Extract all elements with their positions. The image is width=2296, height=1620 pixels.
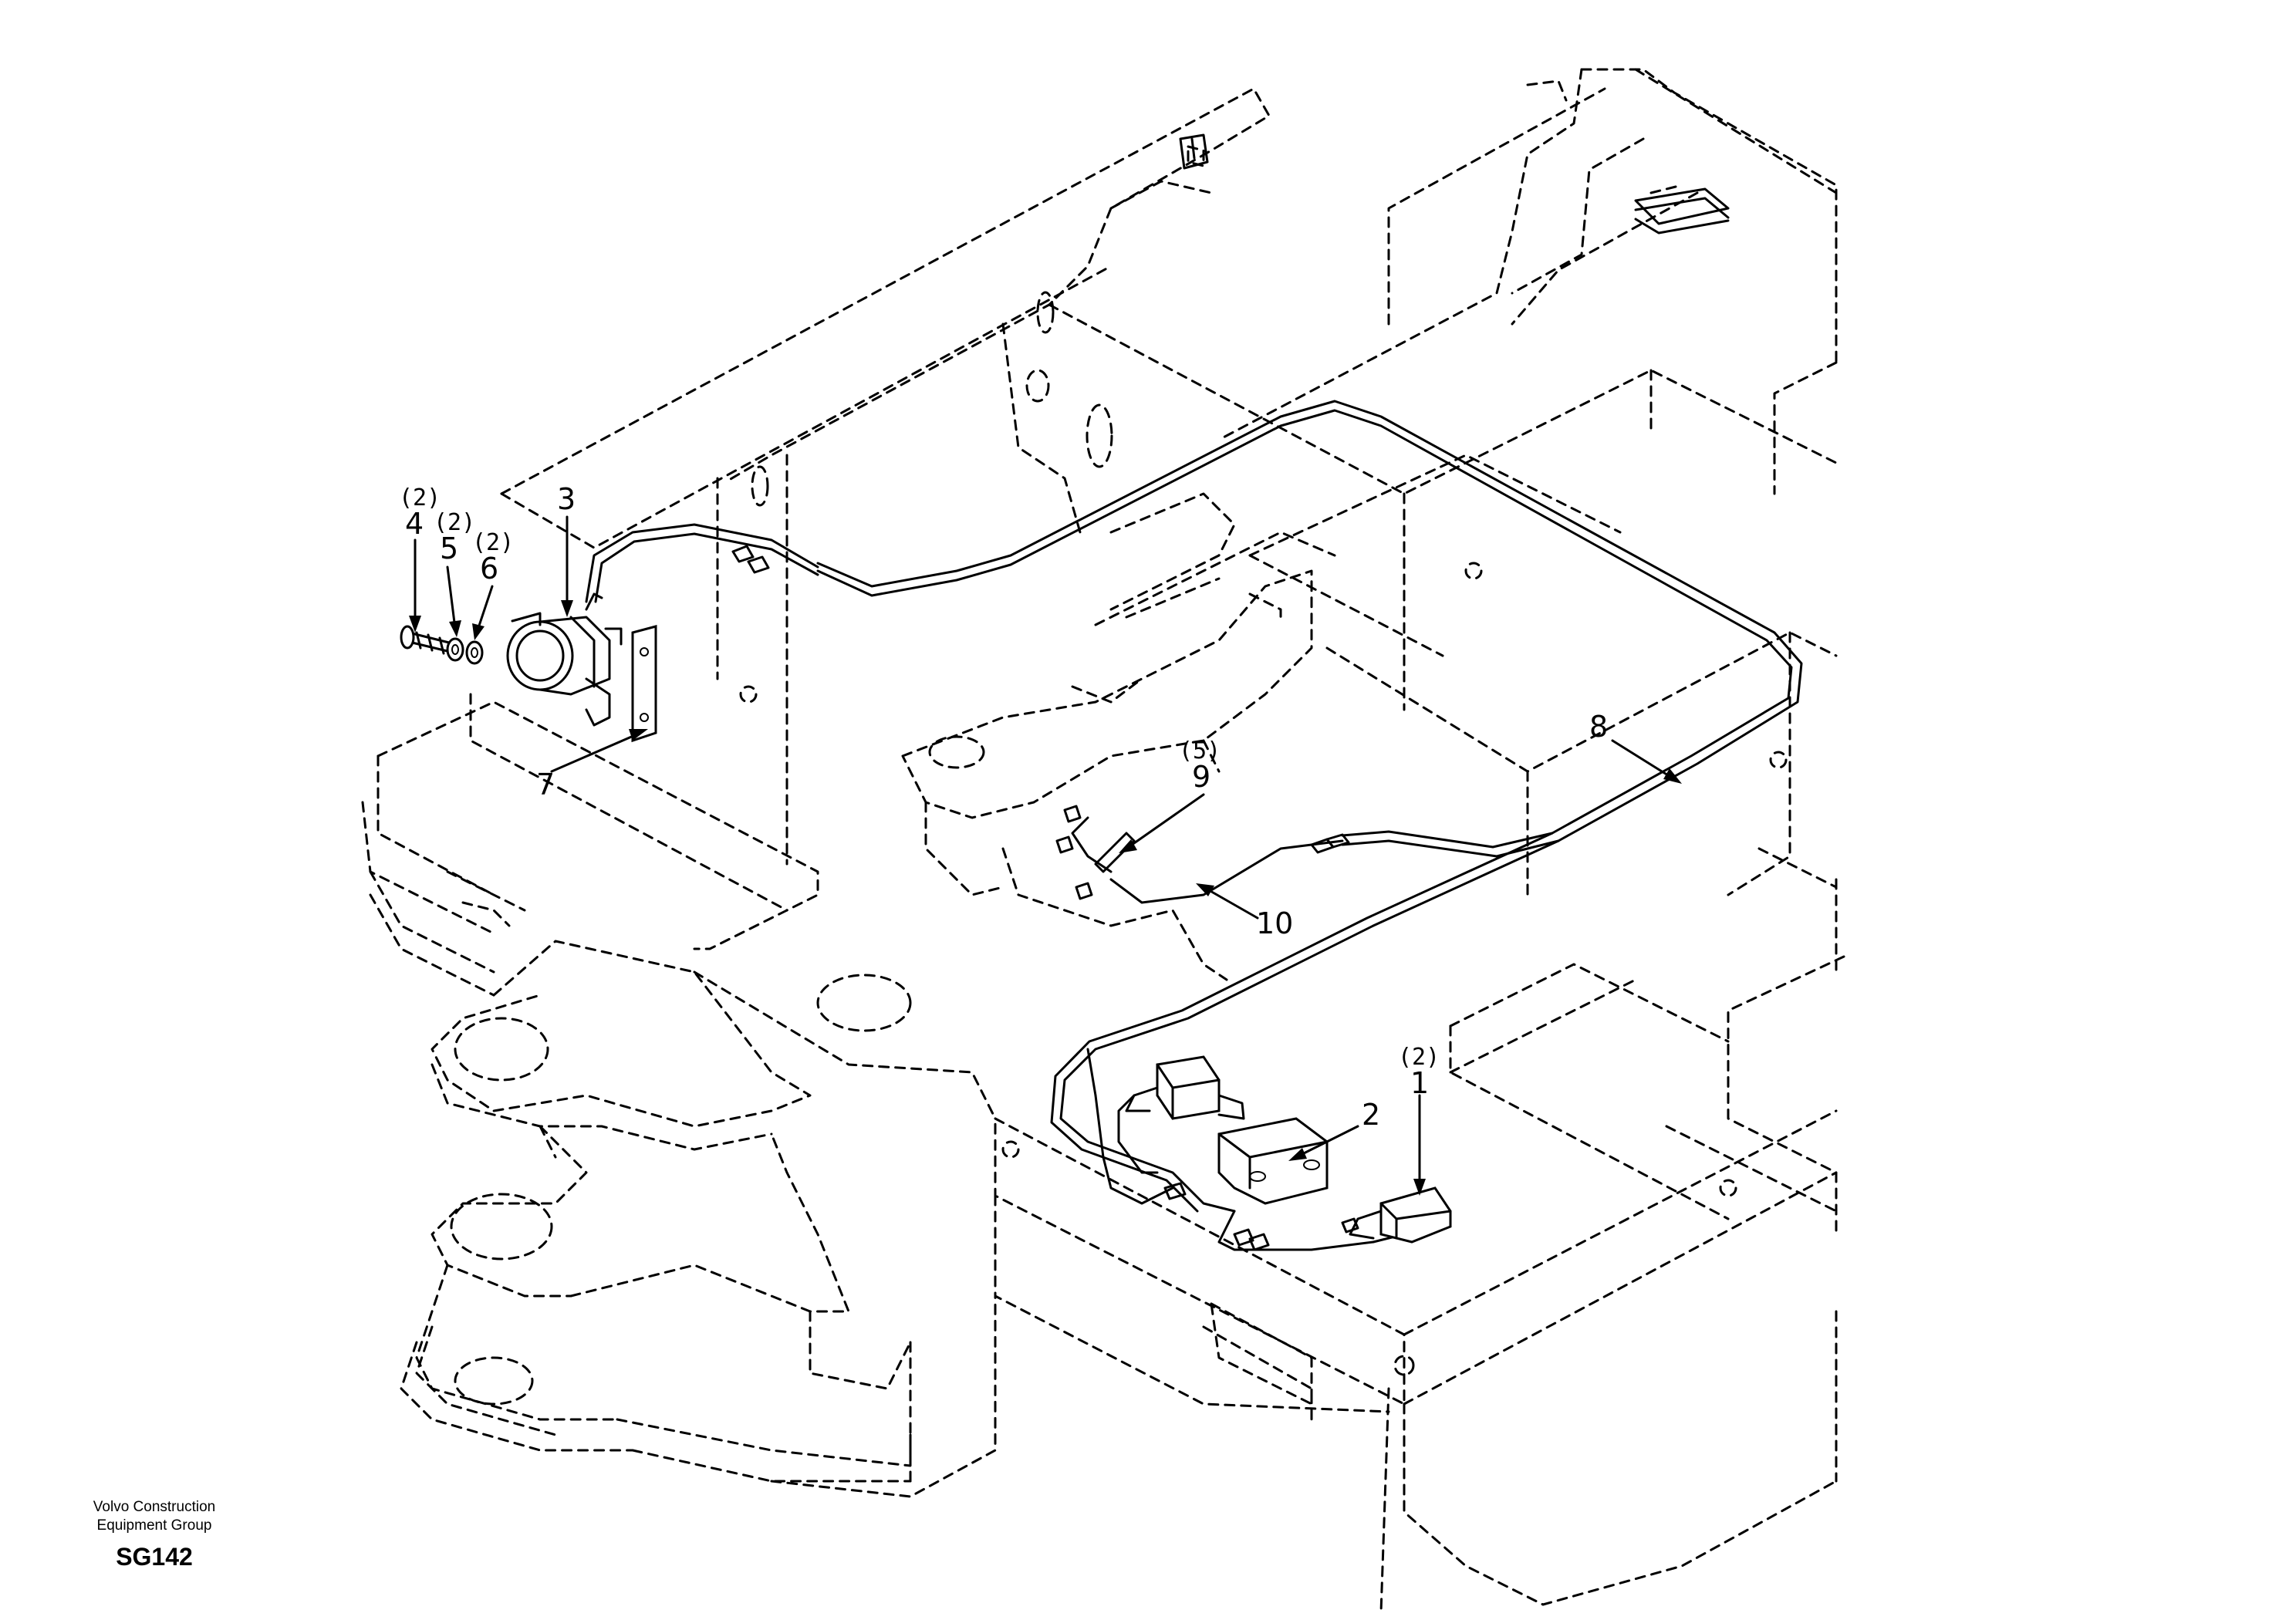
beam-clip — [1179, 133, 1209, 170]
callout-c8: 8 — [1589, 710, 1608, 744]
horn-bracket — [631, 625, 657, 743]
callout-c9: (5) 9 — [1179, 737, 1221, 794]
callout-qty: (2) — [399, 484, 441, 511]
callout-c3: 3 — [557, 482, 576, 516]
callout-qty: (5) — [1179, 737, 1221, 764]
wire-harness — [585, 400, 1803, 1251]
callout-number: 8 — [1589, 710, 1608, 744]
bolt-set — [400, 625, 484, 665]
callout-qty: (2) — [434, 509, 475, 536]
footer: Volvo Construction Equipment Group SG142 — [46, 1498, 262, 1571]
callout-number: 10 — [1256, 906, 1293, 940]
callout-c10: 10 — [1256, 906, 1293, 940]
switch-connectors — [1163, 1182, 1359, 1251]
callout-number: 5 — [440, 532, 458, 565]
callout-number: 6 — [480, 552, 498, 586]
leader-lines — [409, 515, 1682, 1196]
callout-c5: (2) 5 — [434, 509, 475, 565]
callout-c6: (2) 6 — [472, 529, 514, 586]
callout-number: 3 — [557, 482, 576, 516]
cable-clip — [1055, 805, 1136, 900]
company-line-2: Equipment Group — [96, 1517, 212, 1534]
company-line-1: Volvo Construction — [93, 1499, 216, 1515]
callout-number: 2 — [1362, 1098, 1380, 1132]
callout-c1: (2) 1 — [1398, 1044, 1440, 1100]
switch-bracket — [1217, 1117, 1329, 1205]
callout-qty: (2) — [1398, 1044, 1440, 1071]
drawing-code: SG142 — [116, 1543, 193, 1571]
frame-outline — [361, 68, 1845, 1614]
callout-qty: (2) — [472, 529, 514, 556]
callout-number: 4 — [405, 507, 424, 541]
callout-c4: (2) 4 — [399, 484, 441, 541]
switch-right — [1349, 1186, 1452, 1244]
callout-c7: 7 — [536, 768, 555, 802]
switch-left — [1117, 1055, 1245, 1174]
callout-c2: 2 — [1362, 1098, 1380, 1132]
stacked-shims — [1634, 187, 1730, 235]
callout-number: 1 — [1410, 1066, 1429, 1100]
callout-number: 7 — [536, 768, 555, 802]
callout-number: 9 — [1192, 760, 1210, 794]
horn — [506, 592, 623, 727]
